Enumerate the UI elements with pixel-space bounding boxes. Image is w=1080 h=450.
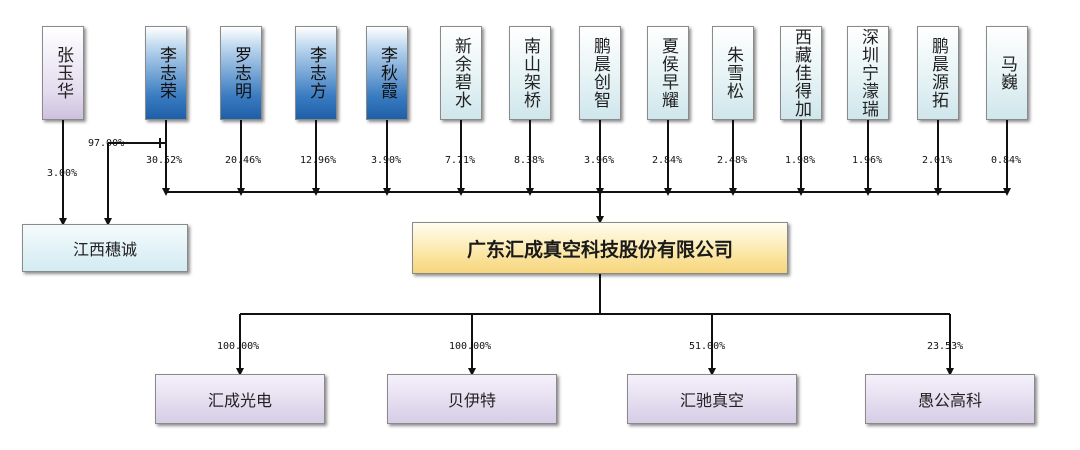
subsidiary-box[interactable]: 汇驰真空: [627, 374, 797, 424]
ownership-percentage: 97.00%: [88, 138, 125, 149]
shareholder-name: 鹏晨创智: [590, 37, 610, 109]
shareholder-box[interactable]: 李志荣: [145, 26, 187, 120]
shareholder-name: 朱雪松: [723, 46, 743, 100]
ownership-percentage: 3.90%: [371, 155, 402, 166]
subsidiary-name: 愚公高科: [917, 391, 982, 410]
ownership-percentage: 100.00%: [217, 341, 260, 352]
shareholder-name: 张玉华: [53, 46, 73, 100]
subsidiary-box[interactable]: 贝伊特: [387, 374, 557, 424]
shareholder-box[interactable]: 新余碧水: [440, 26, 482, 120]
shareholder-box[interactable]: 马巍: [986, 26, 1028, 120]
subsidiary-name: 贝伊特: [447, 391, 496, 410]
ownership-percentage: 100.00%: [449, 341, 492, 352]
shareholder-box[interactable]: 鹏晨源拓: [917, 26, 959, 120]
shareholder-name: 李秋霞: [377, 46, 397, 100]
subsidiary-name: 汇成光电: [207, 391, 272, 410]
shareholder-box[interactable]: 张玉华: [42, 26, 84, 120]
subsidiary-box[interactable]: 汇成光电: [155, 374, 325, 424]
shareholder-name: 鹏晨源拓: [928, 37, 948, 109]
shareholder-box[interactable]: 李志方: [295, 26, 337, 120]
ownership-percentage: 3.96%: [584, 155, 615, 166]
shareholder-name: 夏侯早耀: [658, 37, 678, 109]
ownership-percentage: 2.48%: [717, 155, 748, 166]
shareholder-box[interactable]: 罗志明: [220, 26, 262, 120]
shareholder-name: 深圳宁濛瑞: [858, 28, 878, 118]
shareholder-name: 西藏佳得加: [791, 28, 811, 118]
ownership-percentage: 23.53%: [927, 341, 964, 352]
shareholder-name: 新余碧水: [451, 37, 471, 109]
ownership-percentage: 8.38%: [514, 155, 545, 166]
shareholder-name: 罗志明: [231, 46, 251, 100]
shareholder-name: 马巍: [997, 55, 1017, 91]
subsidiary-name: 汇驰真空: [679, 391, 744, 410]
subsidiary-box[interactable]: 愚公高科: [865, 374, 1035, 424]
jiangxi-suicheng-label: 江西穗诚: [72, 240, 137, 259]
ownership-percentage: 1.96%: [852, 155, 883, 166]
shareholder-name: 李志方: [306, 46, 326, 100]
shareholder-name: 李志荣: [156, 46, 176, 100]
shareholder-box[interactable]: 南山架桥: [509, 26, 551, 120]
shareholder-box[interactable]: 深圳宁濛瑞: [847, 26, 889, 120]
ownership-percentage: 7.71%: [445, 155, 476, 166]
company-name: 广东汇成真空科技股份有限公司: [466, 238, 733, 261]
ownership-percentage: 1.98%: [785, 155, 816, 166]
shareholder-box[interactable]: 李秋霞: [366, 26, 408, 120]
ownership-percentage: 0.84%: [991, 155, 1022, 166]
ownership-percentage: 3.00%: [47, 168, 78, 179]
shareholder-box[interactable]: 西藏佳得加: [780, 26, 822, 120]
shareholder-name: 南山架桥: [520, 37, 540, 109]
ownership-percentage: 12.96%: [300, 155, 337, 166]
jiangxi-suicheng-box[interactable]: 江西穗诚: [22, 224, 188, 272]
ownership-percentage: 51.00%: [689, 341, 726, 352]
ownership-percentage: 20.46%: [225, 155, 262, 166]
ownership-percentage: 2.84%: [652, 155, 683, 166]
ownership-percentage: 2.01%: [922, 155, 953, 166]
company-box[interactable]: 广东汇成真空科技股份有限公司: [412, 222, 788, 274]
shareholder-box[interactable]: 朱雪松: [712, 26, 754, 120]
ownership-percentage: 30.52%: [146, 155, 183, 166]
shareholder-box[interactable]: 夏侯早耀: [647, 26, 689, 120]
shareholder-box[interactable]: 鹏晨创智: [579, 26, 621, 120]
